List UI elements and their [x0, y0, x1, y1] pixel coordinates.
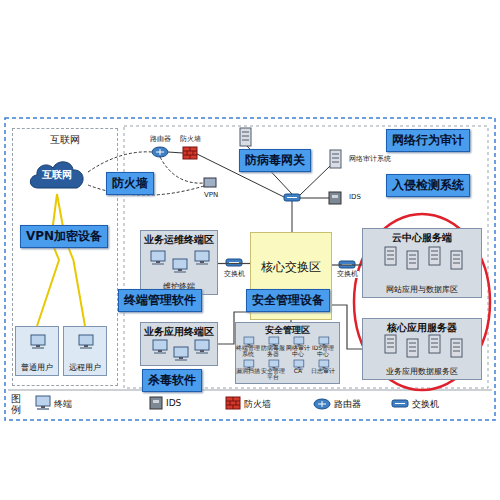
node-title: 入侵检测系统 — [392, 177, 464, 194]
terminal-icon — [79, 335, 93, 349]
server-icon — [407, 339, 418, 357]
annotation-label: 交换机 — [223, 271, 246, 278]
intranet-panel — [124, 126, 488, 388]
annotation-label: 网络审计系统 — [349, 156, 391, 163]
ids-icon — [150, 397, 162, 409]
network-link — [332, 264, 362, 265]
terminal-icon — [36, 396, 50, 410]
node-title: 业务运维终端区 — [141, 231, 217, 247]
server-icon — [330, 150, 341, 168]
firewall-icon — [226, 397, 240, 409]
vpn-tunnel — [160, 157, 204, 183]
legend-text: 防火墙 — [244, 398, 271, 411]
node-title: 云中心服务端 — [363, 229, 481, 245]
node-title: 普通用户 — [16, 362, 58, 373]
wireless-link — [57, 194, 85, 326]
legend-text: IDS — [166, 398, 181, 408]
node-title: VPN加密设备 — [26, 228, 102, 245]
node-title: 安全管理区 — [236, 323, 339, 337]
zone-panel: 互联网互联网VPN加密设备普通用户远程用户 — [12, 128, 118, 386]
legend-text: 交换机 — [412, 398, 439, 411]
terminal-icon — [153, 340, 167, 354]
server-icon — [385, 247, 396, 265]
callout-box: 防火墙 — [106, 172, 154, 195]
node-title: 业务应用终端区 — [141, 323, 217, 339]
node-title: 防病毒网关 — [245, 152, 305, 169]
zone-box: 核心应用服务器业务应用数据服务区 — [362, 318, 482, 380]
node-title: 安全管理设备 — [252, 292, 324, 309]
user-box: 远程用户 — [63, 326, 107, 376]
annotation-label: 防火墙 — [180, 136, 201, 143]
ids-icon — [329, 192, 341, 204]
node-title: 互联网 — [13, 129, 117, 147]
wireless-link — [37, 194, 59, 326]
annotation-label: VPN — [204, 192, 218, 199]
callout-box: VPN加密设备 — [20, 225, 108, 248]
legend-text: 终端 — [54, 398, 72, 411]
annotation-label: 终端管理系统 — [236, 345, 261, 358]
node-title: 核心应用服务器 — [363, 319, 481, 335]
server-icon — [451, 339, 462, 357]
callout-box: 网络行为审计 — [386, 129, 470, 152]
node-title: 防火墙 — [112, 175, 148, 192]
switch-icon — [284, 194, 300, 201]
terminal-icon — [151, 251, 165, 265]
annotation-label: 网络审计中心 — [286, 345, 311, 358]
legend-text: 路由器 — [334, 398, 361, 411]
network-link — [218, 263, 250, 264]
node-title: 网络行为审计 — [392, 132, 464, 149]
server-icon — [385, 335, 396, 353]
server-icon — [240, 128, 251, 146]
annotation-label: 日志审计 — [311, 368, 336, 374]
router-icon — [152, 147, 168, 157]
annotation-label: IDS管理中心 — [311, 345, 336, 358]
user-box: 普通用户 — [15, 326, 59, 376]
node-title: 互联网 — [42, 168, 72, 182]
server-icon — [407, 251, 418, 269]
annotation-label: 图例 — [11, 393, 21, 415]
annotation-label: 漏洞扫描 — [236, 368, 261, 374]
node-title: 远程用户 — [64, 362, 106, 373]
callout-box: 安全管理设备 — [246, 289, 330, 312]
node-title: 终端管理软件 — [124, 292, 196, 309]
terminal-icon — [173, 259, 187, 273]
annotation-label: CA — [286, 368, 311, 374]
vpn-icon — [204, 178, 216, 187]
terminal-icon — [31, 335, 45, 349]
server-icon — [429, 335, 440, 353]
internet-link — [88, 152, 152, 172]
wire — [292, 201, 293, 232]
terminal-icon — [174, 347, 188, 361]
outer-frame — [5, 118, 495, 420]
terminal-icon — [195, 340, 209, 354]
callout-box: 杀毒软件 — [142, 369, 202, 392]
node-title: 杀毒软件 — [148, 372, 196, 389]
switch-icon — [226, 259, 242, 266]
terminal-icon — [195, 251, 209, 265]
router-icon — [314, 399, 330, 409]
internet-cloud: 互联网 — [26, 156, 88, 194]
annotation-label: 安全管理平台 — [261, 368, 286, 381]
callout-box: 防病毒网关 — [239, 149, 311, 172]
annotation-label: IDS — [349, 194, 361, 201]
node-subtitle: 网站应用与数据库区 — [363, 284, 481, 295]
wire — [300, 198, 329, 199]
callout-box: 入侵检测系统 — [386, 174, 470, 197]
callout-box: 终端管理软件 — [118, 289, 202, 312]
zone-box: 云中心服务端网站应用与数据库区 — [362, 228, 482, 298]
annotation-label: 交换机 — [336, 271, 359, 278]
switch-icon — [392, 400, 408, 407]
wire — [168, 152, 183, 153]
annotation-label: 路由器 — [150, 136, 171, 143]
server-icon — [429, 247, 440, 265]
firewall-icon — [183, 147, 197, 159]
highlight-ellipse — [354, 214, 490, 390]
server-icon — [451, 251, 462, 269]
zone-box: 业务运维终端区维护终端 — [140, 230, 218, 295]
annotation-label: 防病毒服务器 — [261, 345, 286, 358]
node-subtitle: 业务应用数据服务区 — [363, 366, 481, 377]
zone-box: 业务应用终端区 — [140, 322, 218, 366]
